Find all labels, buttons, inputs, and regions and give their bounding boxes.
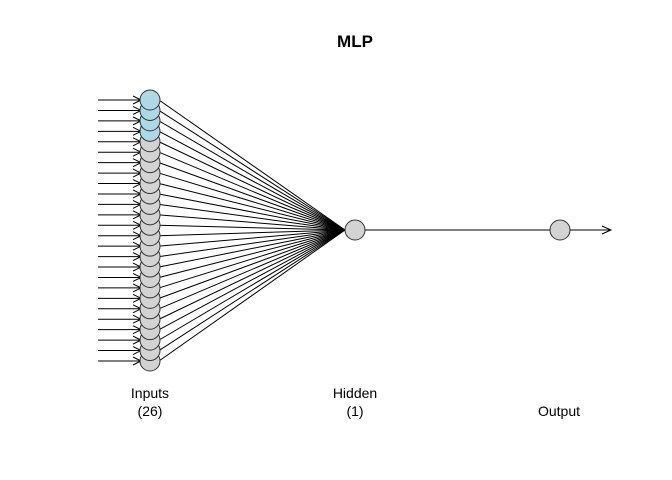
input-arrow-5 xyxy=(98,137,143,147)
edge-input-7-hidden xyxy=(158,162,346,231)
input-arrow-16 xyxy=(98,252,143,262)
neuron-nodes xyxy=(139,89,571,372)
input-arrow-17 xyxy=(98,262,143,272)
input-arrow-12 xyxy=(98,210,143,220)
input-arrow-11 xyxy=(98,199,143,209)
edge-input-26-hidden xyxy=(158,229,346,362)
edge-input-1-hidden xyxy=(158,99,346,231)
input-arrow-20 xyxy=(98,293,143,303)
input-arrow-18 xyxy=(98,273,143,282)
output-node xyxy=(549,219,571,241)
input-node-1 xyxy=(139,89,161,111)
input-arrow-14 xyxy=(98,231,143,241)
input-arrow-15 xyxy=(98,241,143,251)
input-layer-count: (26) xyxy=(138,403,163,419)
edge-input-21-hidden xyxy=(158,229,346,310)
input-arrow-24 xyxy=(98,335,143,345)
edge-input-11-hidden xyxy=(158,203,346,231)
input-arrow-23 xyxy=(98,325,143,335)
input-arrow-2 xyxy=(98,105,143,115)
edge-input-6-hidden xyxy=(158,151,346,231)
hidden-layer-count: (1) xyxy=(346,403,363,419)
input-arrow-4 xyxy=(98,126,143,136)
edge-input-9-hidden xyxy=(158,183,346,231)
edge-input-4-hidden xyxy=(158,130,346,231)
input-arrow-22 xyxy=(98,314,143,324)
edge-input-20-hidden xyxy=(158,229,346,299)
connection-edges xyxy=(158,99,550,362)
output-layer-label: Output xyxy=(538,403,580,419)
edge-input-2-hidden xyxy=(158,110,346,231)
edge-input-17-hidden xyxy=(158,229,346,268)
edge-input-22-hidden xyxy=(158,229,346,320)
input-arrow-8 xyxy=(98,168,143,178)
hidden-node xyxy=(344,219,366,241)
edge-input-18-hidden xyxy=(158,229,346,278)
edge-input-8-hidden xyxy=(158,172,346,231)
input-arrow-26 xyxy=(98,356,143,366)
edge-input-25-hidden xyxy=(158,229,346,351)
input-arrow-13 xyxy=(98,220,143,230)
input-arrow-19 xyxy=(98,283,143,293)
edge-input-23-hidden xyxy=(158,229,346,331)
input-arrow-9 xyxy=(98,179,143,188)
input-arrow-7 xyxy=(98,158,143,168)
edge-input-19-hidden xyxy=(158,229,346,289)
edge-input-16-hidden xyxy=(158,229,346,258)
input-arrow-6 xyxy=(98,147,143,157)
edge-input-24-hidden xyxy=(158,229,346,341)
input-layer-label: Inputs xyxy=(131,385,169,401)
hidden-layer-label: Hidden xyxy=(333,385,377,401)
edge-input-14-hidden xyxy=(158,229,346,237)
edge-input-3-hidden xyxy=(158,120,346,231)
edge-input-13-hidden xyxy=(158,224,346,231)
input-arrow-1 xyxy=(98,95,143,105)
output-arrow xyxy=(570,225,613,235)
input-arrow-21 xyxy=(98,304,143,314)
input-arrow-10 xyxy=(98,189,143,199)
edge-input-15-hidden xyxy=(158,229,346,247)
edge-input-5-hidden xyxy=(158,141,346,231)
diagram-title: MLP xyxy=(337,32,373,51)
input-arrow-25 xyxy=(98,346,143,356)
edge-input-12-hidden xyxy=(158,214,346,231)
edge-input-10-hidden xyxy=(158,193,346,231)
input-arrow-3 xyxy=(98,116,143,126)
